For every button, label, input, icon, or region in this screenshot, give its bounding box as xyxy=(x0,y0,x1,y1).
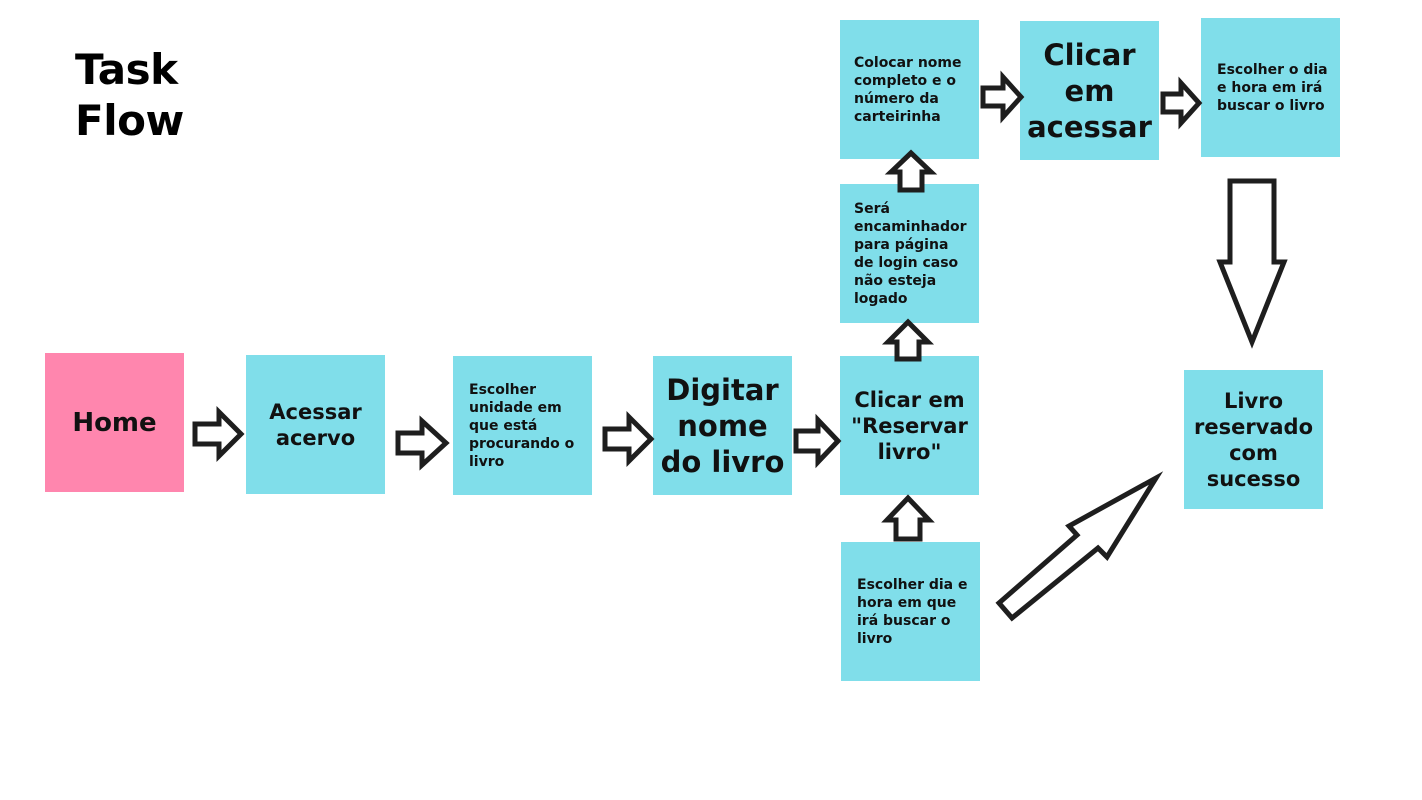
arrow-acessar-to-escolher xyxy=(1160,76,1203,130)
note-escolher-dia-bottom: Escolher dia e hora em que irá buscar o … xyxy=(841,542,980,681)
arrow-escolher-to-reservado xyxy=(1216,178,1288,349)
note-escolher-dia-top-label: Escolher o dia e hora em irá buscar o li… xyxy=(1217,61,1328,114)
arrow-bottom-to-clicar xyxy=(881,494,935,542)
arrow-acervo-to-unidade xyxy=(395,415,450,471)
note-clicar-reservar: Clicar em "Reservar livro" xyxy=(840,356,979,495)
note-escolher-dia-top: Escolher o dia e hora em irá buscar o li… xyxy=(1201,18,1340,157)
note-escolher-dia-bottom-label: Escolher dia e hora em que irá buscar o … xyxy=(857,576,968,647)
arrow-digitar-to-clicar xyxy=(793,413,842,469)
page-title: Task Flow xyxy=(75,45,184,145)
note-colocar-nome-label: Colocar nome completo e o número da cart… xyxy=(854,54,962,125)
note-colocar-nome: Colocar nome completo e o número da cart… xyxy=(840,20,979,159)
note-clicar-acessar: Clicar em acessar xyxy=(1020,21,1159,160)
note-acessar-acervo-label: Acessar acervo xyxy=(269,399,362,450)
note-clicar-acessar-label: Clicar em acessar xyxy=(1027,37,1152,144)
arrow-home-to-acervo xyxy=(192,405,245,463)
note-clicar-reservar-label: Clicar em "Reservar livro" xyxy=(851,387,968,464)
note-digitar-nome: Digitar nome do livro xyxy=(653,356,792,495)
note-livro-reservado-label: Livro reservado com sucesso xyxy=(1193,388,1314,491)
note-livro-reservado: Livro reservado com sucesso xyxy=(1184,370,1323,509)
note-encaminhado-login-label: Será encaminhador para página de login c… xyxy=(854,200,967,307)
note-home-label: Home xyxy=(72,407,157,438)
arrow-unidade-to-digitar xyxy=(602,410,655,468)
note-home: Home xyxy=(45,353,184,492)
arrow-clicar-to-login xyxy=(881,318,935,362)
note-digitar-nome-label: Digitar nome do livro xyxy=(660,372,785,479)
note-encaminhado-login: Será encaminhador para página de login c… xyxy=(840,184,979,323)
note-escolher-unidade-label: Escolher unidade em que está procurando … xyxy=(469,381,575,470)
arrow-colocar-to-acessar xyxy=(980,70,1025,124)
note-acessar-acervo: Acessar acervo xyxy=(246,355,385,494)
arrow-bottom-to-reservado xyxy=(995,471,1164,622)
note-escolher-unidade: Escolher unidade em que está procurando … xyxy=(453,356,592,495)
